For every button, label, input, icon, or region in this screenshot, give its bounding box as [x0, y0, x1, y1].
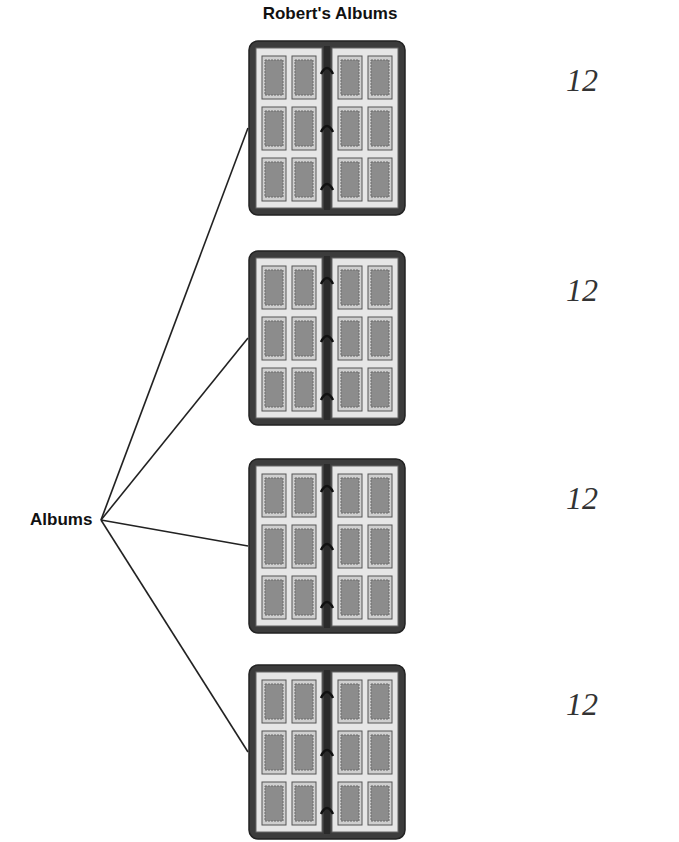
count-note: 12 — [566, 480, 598, 517]
count-note: 12 — [566, 686, 598, 723]
album-icon — [248, 40, 406, 216]
album-icon — [248, 458, 406, 634]
connector-line — [101, 128, 248, 520]
photo-album: 12 — [248, 664, 406, 840]
photo-album: 12 — [248, 458, 406, 634]
title-wrap: Robert's Albums — [0, 4, 660, 24]
photo-album: 12 — [248, 40, 406, 216]
count-note: 12 — [566, 272, 598, 309]
album-icon — [248, 664, 406, 840]
group-label: Albums — [26, 506, 99, 534]
photo-album: 12 — [248, 250, 406, 426]
album-icon — [248, 250, 406, 426]
connector-line — [101, 520, 248, 752]
title: Robert's Albums — [263, 4, 398, 24]
group-label: Albums — [26, 506, 99, 534]
connector-line — [101, 338, 248, 520]
connector-line — [101, 520, 248, 546]
count-note: 12 — [566, 62, 598, 99]
